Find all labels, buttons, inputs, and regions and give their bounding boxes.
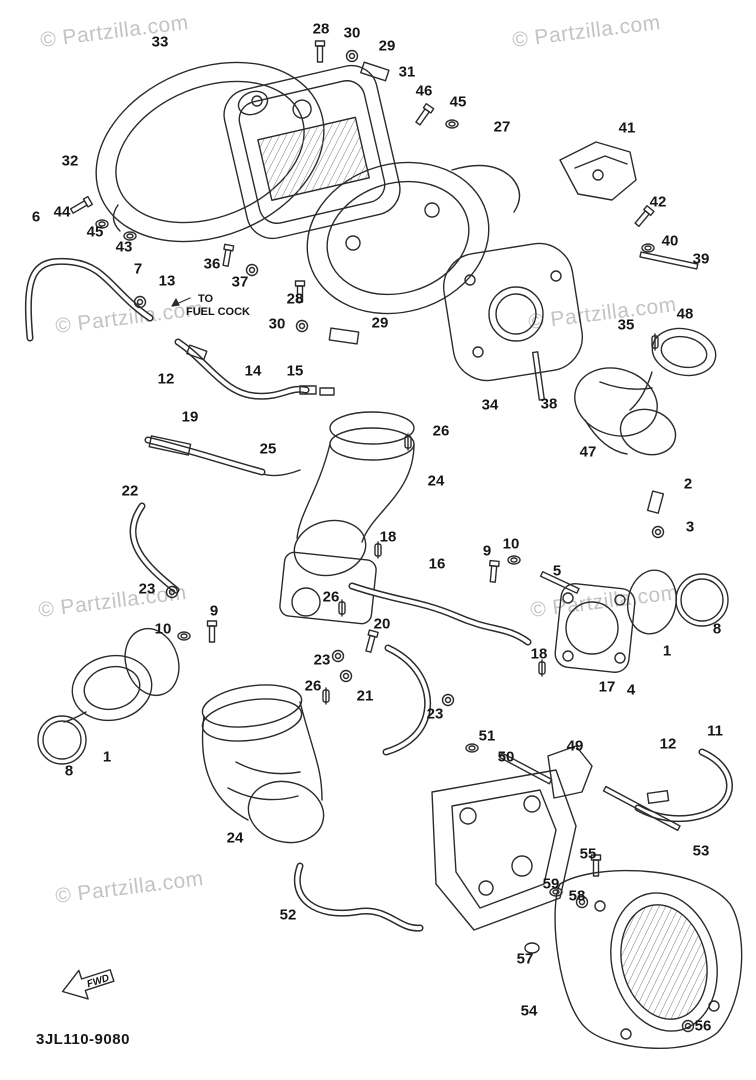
air-cleaner-case bbox=[95, 61, 325, 243]
fuel-cock-note: TO FUEL COCK bbox=[171, 293, 250, 318]
carburetor-joint-lower bbox=[201, 684, 325, 844]
side-cover bbox=[554, 869, 743, 1050]
intake-manifold-left bbox=[37, 627, 180, 765]
fwd-label: FWD bbox=[86, 973, 111, 991]
air-cleaner-cover bbox=[306, 161, 521, 315]
fwd-arrow: FWD bbox=[61, 969, 115, 1000]
crankcase-cover bbox=[442, 242, 584, 382]
bracket bbox=[559, 141, 637, 201]
fuel-cock-note-line2: FUEL COCK bbox=[186, 306, 250, 318]
fuel-cock-note-line1: TO bbox=[198, 293, 214, 305]
diagram-code: 3JL110-9080 bbox=[36, 1031, 130, 1048]
intake-boot-right bbox=[574, 327, 717, 456]
intake-manifold-right bbox=[554, 569, 729, 673]
mounting-bracket bbox=[431, 745, 593, 931]
fasteners bbox=[68, 40, 699, 1033]
carburetor-joint-upper bbox=[257, 411, 415, 625]
air-filter-element bbox=[223, 64, 401, 240]
hoses bbox=[24, 257, 733, 932]
